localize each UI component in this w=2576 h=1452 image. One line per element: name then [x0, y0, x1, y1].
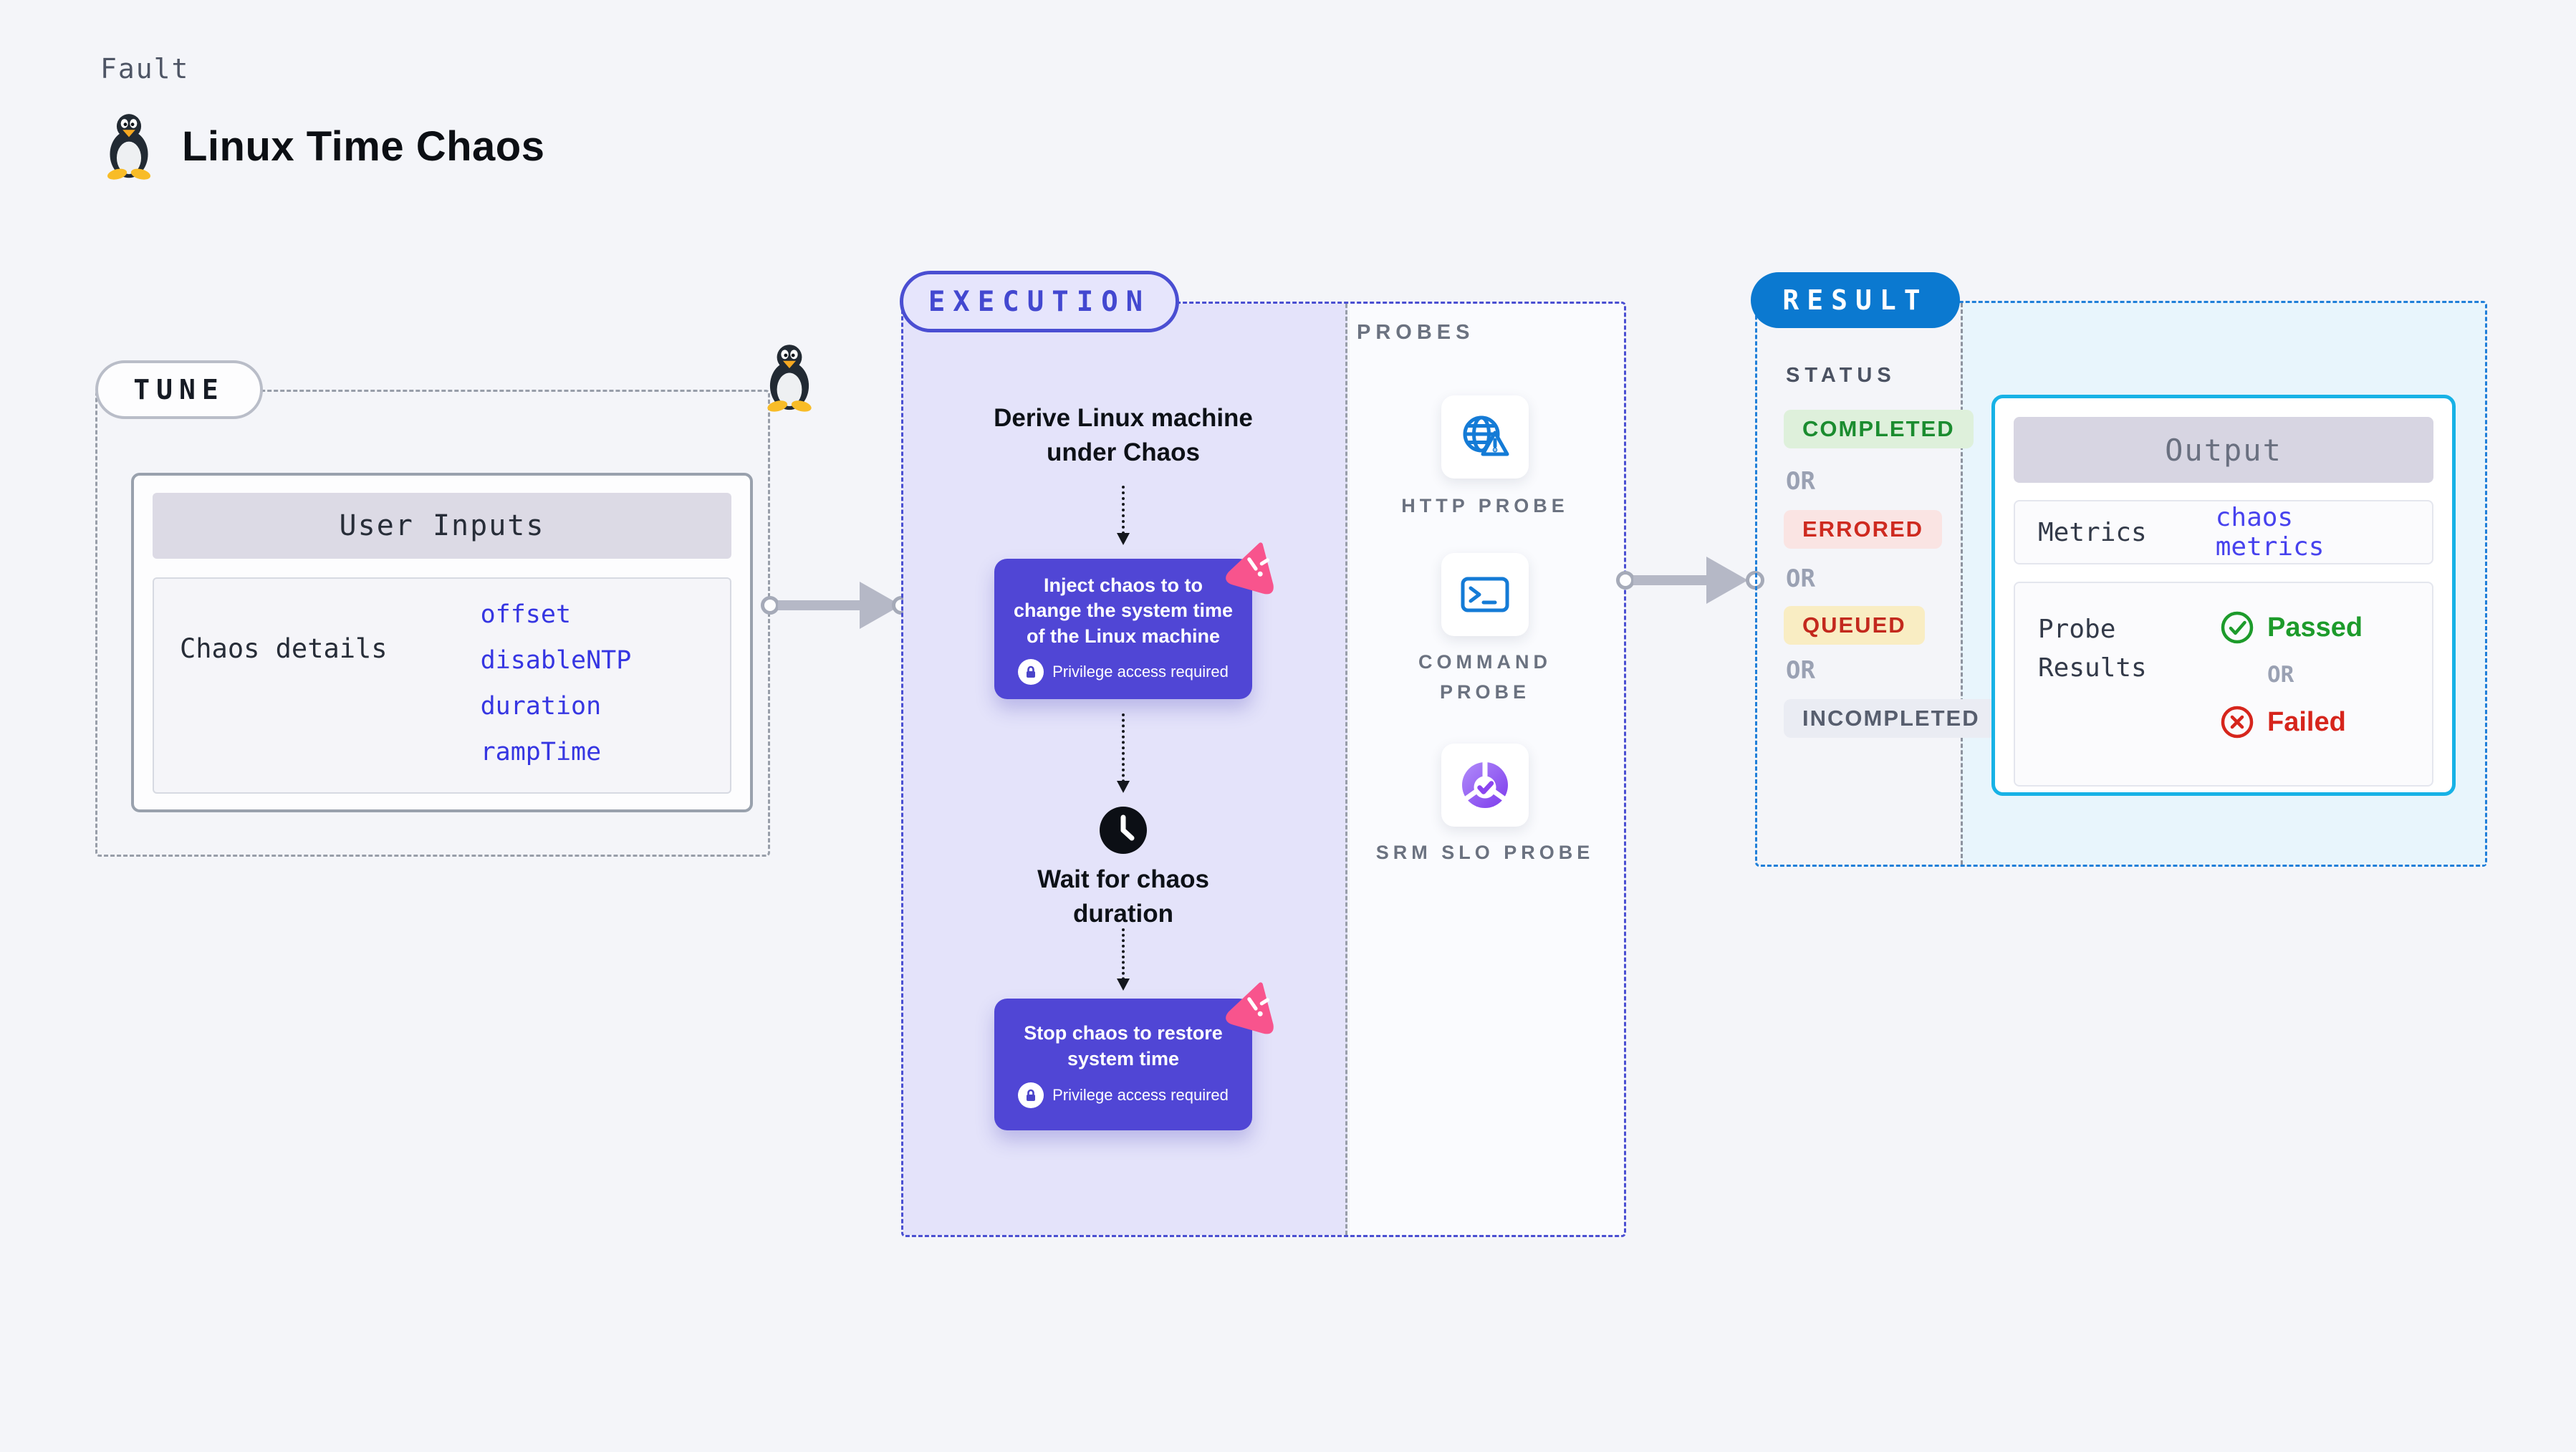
- user-inputs-table: Chaos details offset disableNTP duration…: [153, 577, 731, 794]
- arrow-line: [778, 600, 861, 610]
- execution-label: EXECUTION: [928, 285, 1151, 318]
- fault-kicker: Fault: [100, 53, 190, 85]
- chaos-badge-icon: [1225, 537, 1284, 596]
- user-inputs-card: User Inputs Chaos details offset disable…: [131, 473, 753, 812]
- probe-label-http: HTTP PROBE: [1401, 495, 1569, 516]
- privilege-note: Privilege access required: [1018, 659, 1229, 686]
- terminal-icon: [1458, 573, 1512, 616]
- inject-step-text: Inject chaos to to change the system tim…: [1013, 574, 1234, 647]
- param-link-duration[interactable]: duration: [480, 692, 602, 721]
- or-separator: OR: [1786, 656, 1815, 685]
- globe-alert-icon: [1458, 413, 1512, 461]
- or-separator: OR: [1786, 467, 1815, 496]
- tux-penguin-small-icon: [766, 345, 813, 413]
- probe-card-command: [1441, 553, 1529, 636]
- status-heading: STATUS: [1786, 364, 1896, 387]
- probe-results-label: Probe Results: [2038, 615, 2147, 683]
- chaos-metrics-link[interactable]: chaos metrics: [2215, 503, 2325, 562]
- page-title: Linux Time Chaos: [182, 122, 545, 170]
- probe-card-srm-slo: [1441, 744, 1529, 827]
- probes-heading: PROBES: [1357, 321, 1475, 344]
- param-link-ramptime[interactable]: rampTime: [480, 738, 602, 766]
- flow-arrow-down-icon: [1117, 928, 1130, 991]
- tune-section-pill: TUNE: [95, 360, 263, 419]
- chaos-badge-icon: [1225, 977, 1284, 1036]
- wait-step-text: Wait for chaos duration: [1037, 865, 1209, 928]
- privilege-note: Privilege access required: [1018, 1082, 1229, 1108]
- output-card: Output Metrics chaos metrics Probe Resul…: [1991, 395, 2456, 796]
- inject-chaos-step: Inject chaos to to change the system tim…: [994, 559, 1252, 699]
- flow-arrow-down-icon: [1117, 486, 1130, 545]
- status-badge-completed: COMPLETED: [1784, 410, 1974, 448]
- or-separator: OR: [2267, 662, 2294, 688]
- probe-results-row: Probe Results Passed OR Failed: [2014, 582, 2433, 787]
- page-header: Linux Time Chaos: [100, 112, 544, 181]
- execution-section-pill: EXECUTION: [900, 271, 1179, 332]
- passed-result: Passed: [2220, 610, 2363, 645]
- or-separator: OR: [1786, 564, 1815, 593]
- arrow-head-icon: [1706, 557, 1748, 604]
- metrics-label: Metrics: [2038, 517, 2147, 547]
- param-link-disablentp[interactable]: disableNTP: [480, 646, 632, 675]
- flow-arrow-down-icon: [1117, 713, 1130, 793]
- stop-chaos-step: Stop chaos to restore system time Privil…: [994, 999, 1252, 1130]
- tune-section: [95, 390, 770, 857]
- stop-step-text: Stop chaos to restore system time: [1024, 1022, 1223, 1069]
- lock-icon: [1018, 1082, 1044, 1108]
- probe-results-values: Passed OR Failed: [2220, 610, 2363, 785]
- arrow-line: [1633, 575, 1708, 585]
- probe-label-command: COMMAND PROBE: [1418, 651, 1552, 703]
- metrics-row: Metrics chaos metrics: [2014, 500, 2433, 564]
- failed-text: Failed: [2267, 706, 2346, 737]
- slo-donut-icon: [1458, 759, 1512, 812]
- connector-dot: [1616, 571, 1635, 590]
- derive-step-text: Derive Linux machine under Chaos: [994, 404, 1253, 467]
- chaos-details-label: Chaos details: [180, 633, 388, 664]
- connector-dot: [761, 596, 779, 615]
- chaos-params-list: offset disableNTP duration rampTime: [481, 600, 632, 792]
- status-badge-incompleted: INCOMPLETED: [1784, 699, 1999, 738]
- failed-result: Failed: [2220, 705, 2363, 739]
- result-section-pill: RESULT: [1751, 272, 1960, 328]
- param-link-offset[interactable]: offset: [480, 600, 572, 629]
- x-circle-icon: [2220, 705, 2254, 739]
- passed-text: Passed: [2267, 612, 2363, 643]
- privilege-note-text: Privilege access required: [1052, 663, 1229, 681]
- output-title: Output: [2014, 417, 2433, 483]
- user-inputs-title: User Inputs: [153, 493, 731, 559]
- clock-icon: [1100, 807, 1147, 854]
- check-circle-icon: [2220, 610, 2254, 645]
- result-label: RESULT: [1782, 284, 1928, 316]
- lock-icon: [1018, 659, 1044, 686]
- status-badge-errored: ERRORED: [1784, 510, 1943, 549]
- status-badge-queued: QUEUED: [1784, 606, 1925, 645]
- tux-penguin-icon: [106, 114, 152, 181]
- privilege-note-text: Privilege access required: [1052, 1085, 1229, 1104]
- probe-card-http: [1441, 395, 1529, 479]
- tune-label: TUNE: [133, 374, 225, 405]
- probe-label-srm-slo: SRM SLO PROBE: [1375, 842, 1595, 863]
